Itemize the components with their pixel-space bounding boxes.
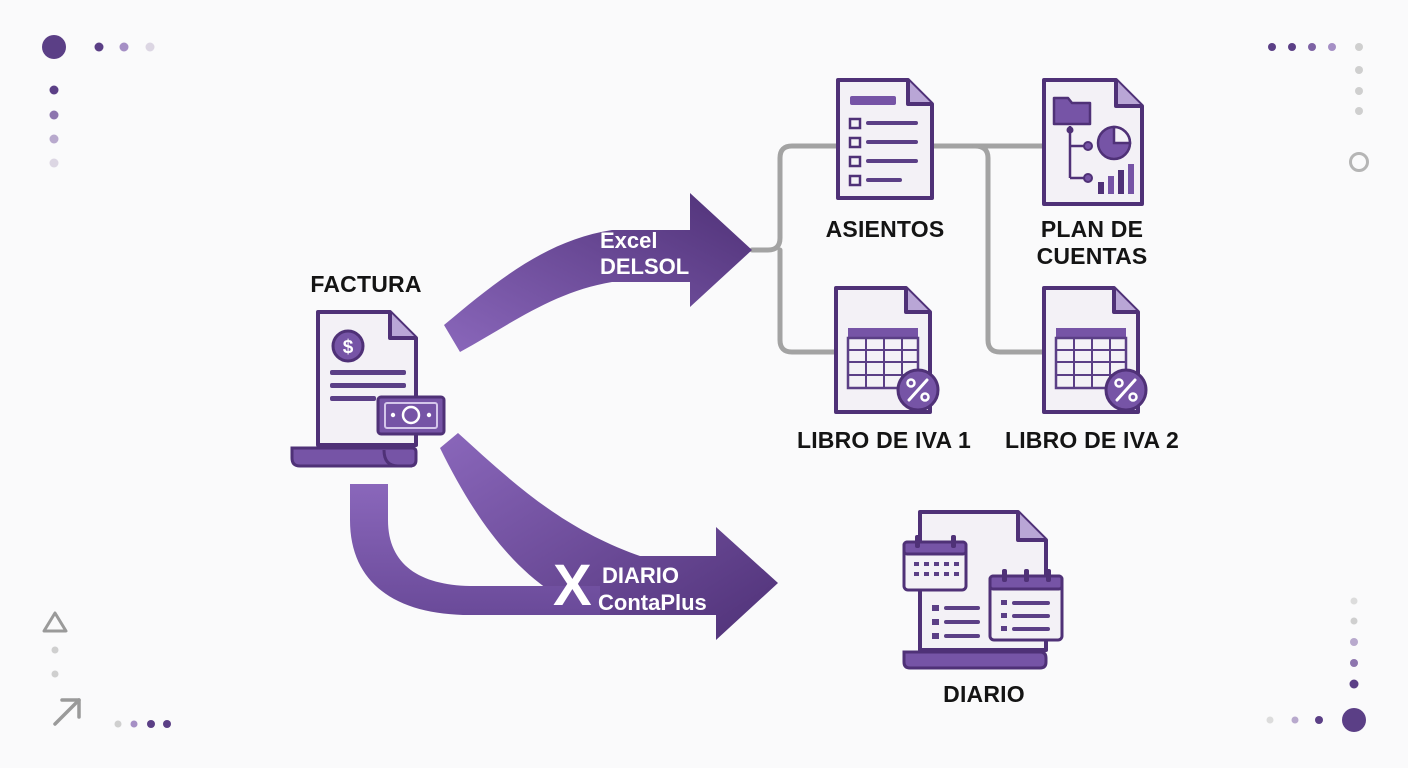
decor-dot [1288, 43, 1296, 51]
decor-dot [49, 134, 59, 144]
arrow-label-excel: Excel [600, 228, 658, 253]
decor-dot [1355, 43, 1363, 51]
spreadsheet-percent-document-icon [1042, 286, 1148, 414]
connector-to-asientos [749, 143, 839, 253]
decor-dot [1355, 107, 1363, 115]
label-diario: DIARIO [943, 681, 1025, 707]
calendar-list-icon [988, 569, 1064, 642]
decor-top-right [1268, 43, 1369, 172]
arrow-up-right-icon [53, 698, 81, 726]
label-libro-iva-1: LIBRO DE IVA 1 [796, 427, 972, 453]
decor-dot [42, 35, 66, 59]
invoice-dollar-document-icon: $ [290, 310, 446, 468]
arrow-diario-contaplus [440, 433, 778, 640]
label-plan-de-cuentas-line-1: PLAN DE [1040, 216, 1144, 242]
connector-to-libro-iva-1 [777, 247, 839, 355]
arrow-factura-side-branch [350, 484, 600, 615]
arrow-label-contaplus: ContaPlus [598, 590, 707, 615]
decor-dot [1268, 43, 1276, 51]
decor-dot [1355, 87, 1363, 95]
arrow-label-diario: DIARIO [602, 563, 679, 588]
decor-dot [1328, 43, 1336, 51]
decor-dot [1355, 66, 1363, 74]
banknote-icon [376, 395, 446, 436]
arrow-label-delsol: DELSOL [600, 254, 690, 279]
decor-top-left [42, 35, 155, 168]
decor-dot [130, 720, 138, 728]
decor-dot [1291, 716, 1299, 724]
decor-dot [1350, 597, 1358, 605]
decor-dot [119, 42, 129, 52]
decor-dot [51, 646, 59, 654]
decor-dot [49, 158, 59, 168]
decor-dot [1308, 43, 1316, 51]
decor-dot [1349, 679, 1359, 689]
decor-dot [147, 720, 155, 728]
spreadsheet-percent-document-icon [834, 286, 940, 414]
decor-dot [163, 720, 171, 728]
decor-bottom-right [1266, 597, 1366, 732]
decor-dot [49, 85, 59, 95]
decor-dot [1350, 659, 1358, 667]
label-plan-de-cuentas-line-2: CUENTAS [1036, 243, 1148, 269]
label-libro-iva-2: LIBRO DE IVA 2 [1004, 427, 1180, 453]
label-factura: FACTURA [310, 271, 422, 297]
decor-dot [1342, 708, 1366, 732]
triangle-icon [42, 611, 68, 633]
decor-dot [1350, 638, 1358, 646]
decor-dot [1350, 617, 1358, 625]
arrow-label-x-mark: X [553, 553, 592, 618]
calendar-document-icon [902, 510, 1064, 670]
connector-to-libro-iva-2 [972, 143, 1047, 355]
list-document-icon [836, 78, 934, 200]
decor-dot [94, 42, 104, 52]
decor-dot [145, 42, 155, 52]
decor-bottom-left [42, 611, 171, 728]
folder-chart-document-icon [1042, 78, 1144, 206]
svg-text:$: $ [343, 337, 354, 358]
arrow-excel-delsol [444, 193, 752, 352]
decor-dot [114, 720, 122, 728]
decor-dot [49, 110, 59, 120]
decor-ring [1349, 152, 1369, 172]
decor-dot [1266, 716, 1274, 724]
decor-dot [51, 670, 59, 678]
calendar-icon [902, 535, 968, 592]
decor-dot [1315, 716, 1323, 724]
connector-tree [749, 143, 1047, 355]
label-asientos: ASIENTOS [825, 216, 945, 242]
